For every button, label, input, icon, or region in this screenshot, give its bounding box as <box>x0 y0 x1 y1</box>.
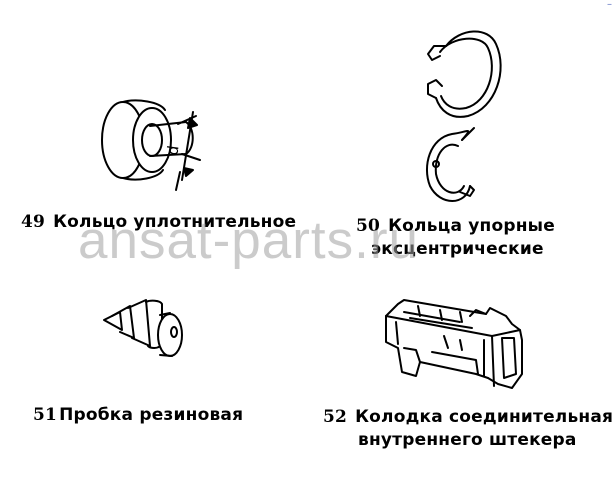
part-52-name-line1: Колодка соединительная <box>355 407 614 427</box>
part-50-caption-line2: эксцентрические <box>371 239 544 260</box>
part-49-name: Кольцо уплотнительное <box>53 212 297 232</box>
part-50-number: 50 <box>356 216 381 236</box>
corner-mark: – <box>607 0 612 10</box>
thrust-rings-drawing <box>426 30 502 202</box>
part-52-caption: 52 Колодка соединительная <box>323 407 613 428</box>
diameter-label: d <box>163 144 182 156</box>
part-50-caption: 50 Кольца упорные <box>356 216 555 237</box>
rubber-plug-drawing <box>103 299 183 357</box>
part-50-name-line2: эксцентрические <box>371 239 544 259</box>
sealing-ring-drawing: d <box>101 99 201 191</box>
part-52-name-line2: внутреннего штекера <box>358 430 577 450</box>
part-52-caption-line2: внутреннего штекера <box>358 430 577 451</box>
part-49-caption: 49 Кольцо уплотнительное <box>21 212 296 233</box>
part-52-number: 52 <box>323 407 348 427</box>
part-51-name: Пробка резиновая <box>59 405 244 425</box>
part-49-number: 49 <box>21 212 46 232</box>
part-51-number: 51 <box>33 405 58 425</box>
connector-block-drawing <box>385 299 523 389</box>
part-50-name-line1: Кольца упорные <box>388 216 555 236</box>
